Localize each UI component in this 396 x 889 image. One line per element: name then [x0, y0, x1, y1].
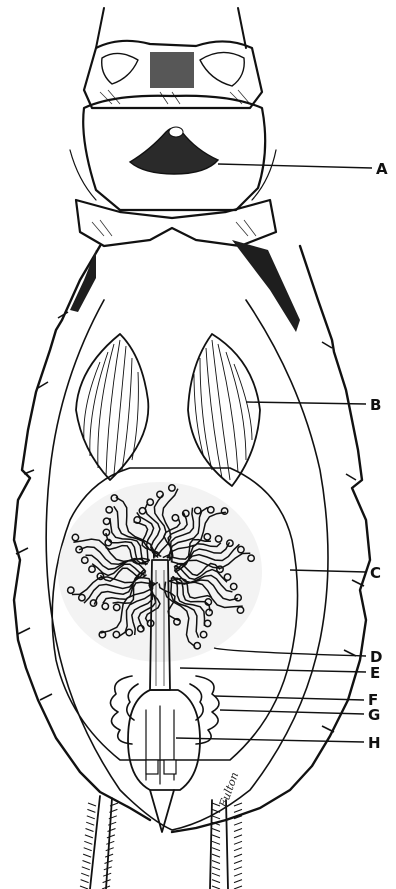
- bristle: [212, 816, 220, 819]
- bristle: [212, 861, 220, 864]
- label-g: G: [368, 706, 380, 724]
- bristle: [234, 861, 242, 864]
- label-h: H: [368, 734, 381, 752]
- bristle: [212, 854, 220, 857]
- bristle: [84, 841, 92, 844]
- tubule-mass: [58, 482, 262, 662]
- cerci: [80, 796, 242, 889]
- bristle: [234, 873, 242, 876]
- organ-b-pair: [76, 334, 260, 486]
- label-a: A: [376, 160, 388, 178]
- bristle: [212, 835, 220, 838]
- bristle: [106, 848, 114, 851]
- bristle: [87, 816, 95, 819]
- bristle: [212, 829, 220, 832]
- bristle: [234, 848, 242, 851]
- bristle: [108, 822, 116, 825]
- bristle: [212, 880, 220, 883]
- bristle: [86, 822, 94, 825]
- bristle: [85, 835, 93, 838]
- bristle: [86, 829, 94, 832]
- bristle: [234, 822, 242, 825]
- bristle: [234, 835, 242, 838]
- bristle: [212, 848, 220, 851]
- illustrator-signature: Fulton: [216, 770, 241, 810]
- bristle: [108, 829, 116, 832]
- bristle: [83, 854, 91, 857]
- bristle: [234, 867, 242, 870]
- label-b: B: [370, 396, 381, 414]
- bristle: [81, 873, 89, 876]
- bristle: [234, 880, 242, 883]
- bristle: [82, 867, 90, 870]
- bristle: [234, 829, 242, 832]
- bristle: [234, 803, 242, 806]
- bristle: [84, 848, 92, 851]
- label-c: C: [370, 564, 381, 582]
- thorax-region: [70, 8, 276, 246]
- bristle: [106, 841, 114, 844]
- bristle: [81, 880, 89, 883]
- bristle: [234, 841, 242, 844]
- bristle: [87, 809, 95, 812]
- label-e: E: [370, 664, 380, 682]
- leader-lines: [176, 164, 372, 742]
- bristle: [83, 861, 91, 864]
- bristle: [88, 803, 96, 806]
- bristle: [212, 841, 220, 844]
- bristle: [212, 873, 220, 876]
- bristle: [212, 867, 220, 870]
- bristle: [234, 854, 242, 857]
- bristle: [234, 809, 242, 812]
- bristle: [107, 835, 115, 838]
